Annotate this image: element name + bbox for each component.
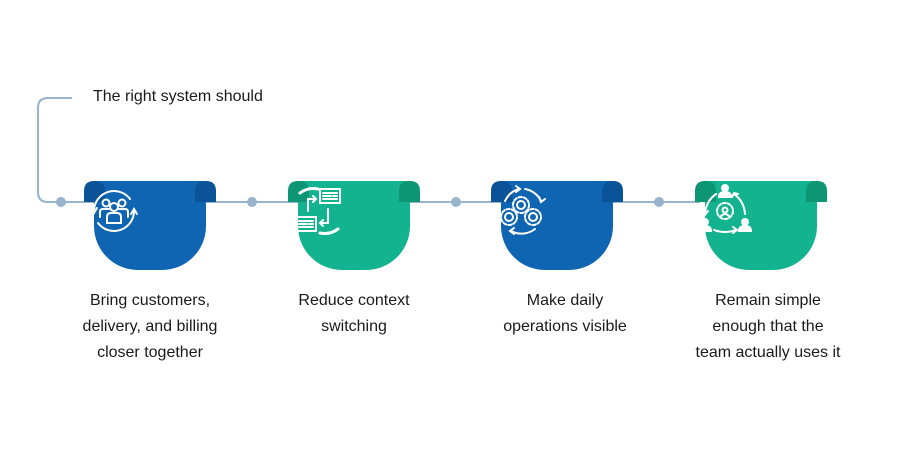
diagram-heading: The right system should: [93, 88, 263, 105]
timeline-node: [451, 197, 461, 207]
gears-cycle-icon: [500, 185, 546, 235]
step-2-label: Reduce context switching: [298, 292, 410, 335]
step-2-ribbon: [288, 181, 420, 271]
timeline-node: [247, 197, 257, 207]
timeline-node: [56, 197, 66, 207]
step-1-ribbon: [84, 181, 216, 271]
timeline-node: [654, 197, 664, 207]
timeline-line: [37, 97, 700, 203]
step-3-label: Make daily operations visible: [503, 292, 627, 335]
people-cycle-icon: [90, 190, 138, 232]
document-swap-icon: [295, 187, 341, 235]
step-1-label: Bring customers, delivery, and billing c…: [82, 292, 218, 361]
team-gear-cycle-icon: [697, 184, 753, 234]
step-4-ribbon: [695, 181, 827, 271]
step-4-label: Remain simple enough that the team actua…: [695, 292, 841, 361]
step-3-ribbon: [491, 181, 623, 271]
